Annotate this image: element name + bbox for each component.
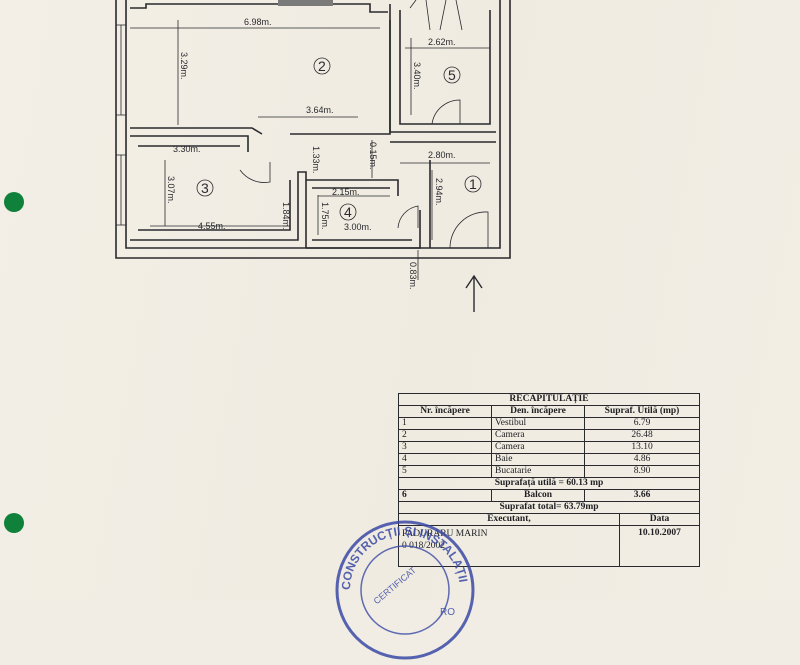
- table-row: 4 Baie 4.86: [399, 453, 699, 465]
- dim-r3-niche: 1.84m.: [281, 202, 291, 230]
- room-4-door-swing: [397, 205, 419, 229]
- entry-door-swing: [449, 211, 489, 249]
- header-room-name: Den. încăpere: [491, 406, 584, 417]
- room-2-marker: [313, 57, 331, 75]
- dim-r1-height: 2.94m.: [434, 178, 444, 206]
- room-3-door-swing: [239, 162, 271, 183]
- room-4-inner-wall: [312, 187, 412, 241]
- date-label: Data: [619, 514, 699, 525]
- grand-total: Suprafat total= 63.79mp: [499, 502, 599, 512]
- room-5-marker: [443, 66, 461, 84]
- room-1-marker: [464, 175, 482, 193]
- room-5-number: 5: [448, 67, 456, 83]
- room-3-number: 3: [201, 180, 209, 196]
- dim-r5-width: 2.62m.: [428, 37, 456, 47]
- balcony-row: 6 Balcon 3.66: [399, 489, 699, 501]
- binder-hole-top: [4, 192, 24, 212]
- recap-title: RECAPITULAȚIE: [509, 394, 589, 404]
- dim-small-gap: 0.15m.: [368, 142, 378, 170]
- recap-table: RECAPITULAȚIE Nr. încăpere Den. încăpere…: [398, 393, 700, 567]
- dim-r3-width-top: 3.30m.: [173, 144, 201, 154]
- outer-wall: [115, 0, 511, 259]
- dim-r3-width-bottom: 4.55m.: [198, 221, 226, 231]
- room-1-wall: [390, 141, 496, 248]
- dim-r4-width-bottom: 3.00m.: [344, 222, 372, 232]
- binder-hole-bottom: [4, 513, 24, 533]
- dim-r2-gap: 1.33m.: [311, 146, 321, 174]
- table-row: 1 Vestibul 6.79: [399, 417, 699, 429]
- room-3-inner-wall: [138, 145, 291, 231]
- useful-area-total: Suprafață utilă = 60.13 mp: [494, 478, 604, 488]
- dim-r3-height: 3.07m.: [166, 176, 176, 204]
- dim-r2-width: 6.98m.: [244, 17, 272, 27]
- room-5-inner-wall: [399, 10, 491, 125]
- dim-r4-width-top: 2.15m.: [332, 187, 360, 197]
- dim-r2-height: 3.29m.: [179, 52, 189, 80]
- stamp-side-text: RO: [440, 607, 455, 618]
- room-4-wall: [306, 179, 421, 249]
- dim-r1-width: 2.80m.: [428, 150, 456, 160]
- kitchen-door-swing: [431, 99, 461, 125]
- room-3-wall: [130, 135, 307, 248]
- room-5-wall: [389, 4, 496, 133]
- dim-entry-width: 0.83m.: [408, 262, 418, 290]
- room-4-marker: [339, 203, 357, 221]
- official-stamp: CONSTRUCȚII ȘI INSTALAȚII CERTIFICAT RO: [335, 520, 475, 660]
- dim-r4-height: 1.75m.: [320, 202, 330, 230]
- room-2-number: 2: [318, 58, 326, 74]
- window-top: [278, 0, 333, 6]
- executant-id: 0 018/2002: [402, 541, 446, 551]
- table-row: 5 Bucatarie 8.90: [399, 465, 699, 477]
- room-2-top-wall: [130, 3, 388, 13]
- executant-label: Executant,: [487, 514, 531, 524]
- room-1-number: 1: [469, 176, 477, 192]
- floor-plan: 6.98m. 3.29m. 3.64m. 1.33m. 2.62m. 3.40m…: [115, 0, 511, 312]
- date-value: 10.10.2007: [619, 526, 699, 566]
- dim-r2-inner: 3.64m.: [306, 105, 334, 115]
- header-area: Supraf. Utilă (mp): [584, 406, 699, 417]
- window-kitchen: [409, 0, 463, 31]
- table-row: 3 Camera 13.10: [399, 441, 699, 453]
- dim-r5-height: 3.40m.: [412, 62, 422, 90]
- entry-arrow-icon: [465, 274, 483, 312]
- room-4-number: 4: [344, 204, 352, 220]
- table-row: 2 Camera 26.48: [399, 429, 699, 441]
- header-room-nr: Nr. încăpere: [420, 406, 470, 416]
- room-3-marker: [196, 179, 214, 197]
